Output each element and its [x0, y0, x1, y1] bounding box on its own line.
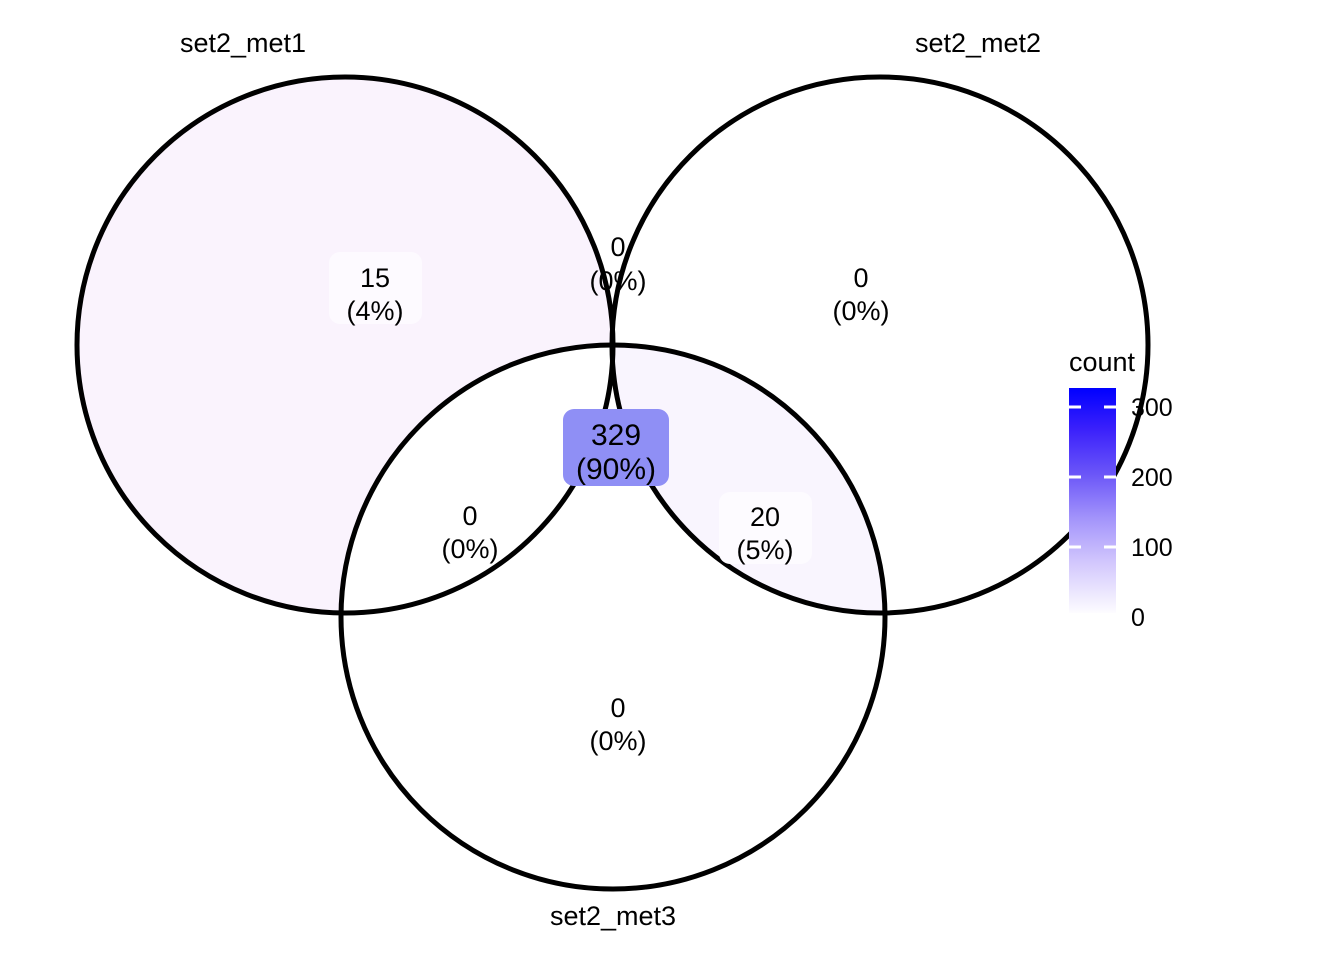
legend-tick-labels: 300 200 100 0 [1131, 394, 1173, 632]
set-label-set2-met3: set2_met3 [550, 901, 676, 931]
legend-colorbar: count 300 200 100 0 [1069, 347, 1173, 632]
region-label-met2-only: 0 (0%) [832, 263, 889, 326]
legend-tick-label-200: 200 [1131, 464, 1173, 492]
region-label-met1-met2: 0 (0%) [589, 232, 646, 296]
region-percent-met2-met3: (5%) [736, 535, 793, 565]
region-count-met1-only: 15 [360, 263, 390, 293]
legend-tick-marks [1069, 405, 1116, 549]
legend-tick-label-300: 300 [1131, 394, 1173, 422]
region-count-met2-only: 0 [853, 263, 868, 293]
region-percent-met1-met3: (0%) [441, 534, 498, 564]
circle-outline-set2-met3 [338, 342, 888, 892]
set-labels: set2_met1 set2_met2 set2_met3 [180, 28, 1041, 931]
legend-gradient-bar [1069, 388, 1116, 613]
region-count-met1-met3: 0 [462, 501, 477, 531]
region-percent-met3-only: (0%) [589, 726, 646, 756]
region-label-box-met2-met3 [719, 492, 812, 564]
venn-circle-outlines [74, 74, 1151, 892]
region-labels: 15 (4%) 0 (0%) 0 (0%) 329 (90%) 0 [329, 232, 890, 756]
legend-title: count [1069, 347, 1136, 377]
region-count-met1-met2-met3: 329 [591, 419, 641, 452]
region-label-box-met1-only [329, 252, 422, 324]
set-label-set2-met2: set2_met2 [915, 28, 1041, 58]
legend-tick-label-100: 100 [1131, 534, 1173, 562]
region-percent-met1-met2: (0%) [589, 266, 646, 296]
region-count-met2-met3: 20 [750, 502, 780, 532]
region-label-met2-met3: 20 (5%) [719, 492, 812, 565]
region-label-met1-only: 15 (4%) [329, 252, 422, 326]
region-label-met1-met3: 0 (0%) [441, 501, 498, 564]
region-label-met1-met2-met3: 329 (90%) [563, 409, 669, 486]
region-percent-met2-only: (0%) [832, 296, 889, 326]
region-count-met3-only: 0 [610, 693, 625, 723]
region-count-met1-met2: 0 [610, 232, 625, 262]
region-percent-met1-met2-met3: (90%) [576, 453, 656, 486]
set-label-set2-met1: set2_met1 [180, 28, 306, 58]
legend-tick-label-0: 0 [1131, 604, 1145, 632]
region-label-met3-only: 0 (0%) [589, 693, 646, 756]
region-percent-met1-only: (4%) [346, 296, 403, 326]
region-label-box-met1-met2-met3 [563, 409, 669, 486]
